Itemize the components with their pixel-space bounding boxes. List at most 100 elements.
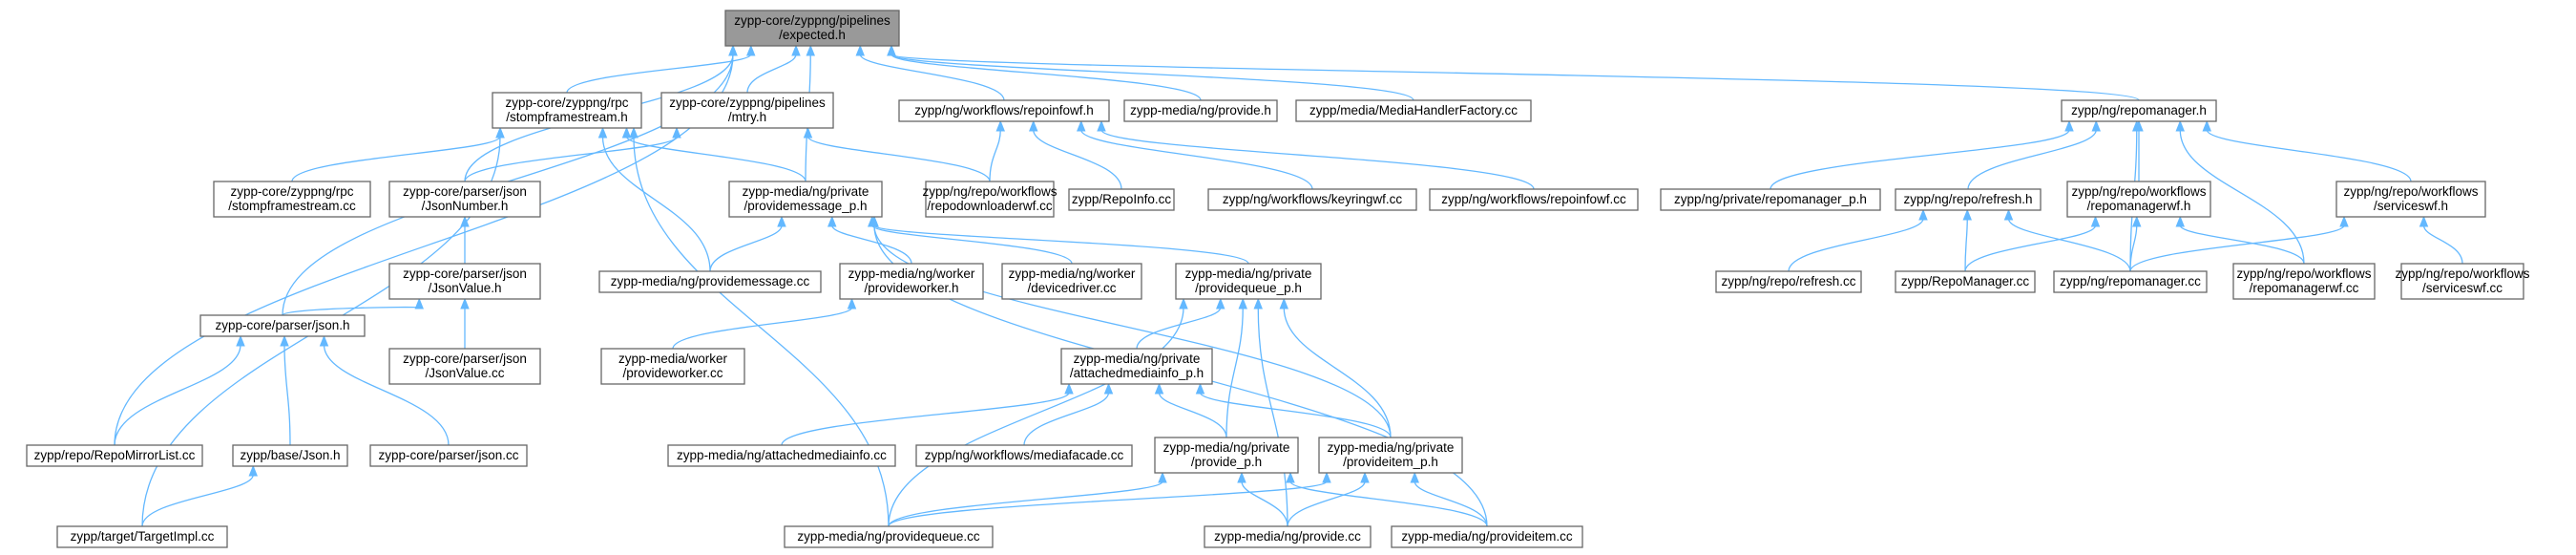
root-node-n0: zypp-core/zyppng/pipelines/expected.h <box>724 10 900 47</box>
edge-arrowhead <box>1253 297 1263 310</box>
file-node-n38[interactable]: zypp-media/ng/private/provideitem_p.h <box>1318 437 1463 474</box>
file-node-n26[interactable]: zypp/ng/repo/workflows/repomanagerwf.cc <box>2232 263 2376 300</box>
edge-arrowhead <box>1154 382 1164 395</box>
file-node-n4[interactable]: zypp-media/ng/provide.h <box>1123 99 1278 122</box>
file-node-n40[interactable]: zypp-media/ng/providequeue.cc <box>784 525 994 548</box>
file-node-n28[interactable]: zypp-core/parser/json.h <box>199 314 366 337</box>
file-node-n20[interactable]: zypp-media/ng/worker/provideworker.h <box>839 263 984 300</box>
node-label-line: zypp/ng/repo/refresh.h <box>1903 192 2032 206</box>
edge-arrowhead <box>1103 382 1114 395</box>
edge-arrowhead <box>2003 208 2014 221</box>
file-node-n3[interactable]: zypp/ng/workflows/repoinfowf.h <box>898 99 1110 122</box>
edge-arrowhead <box>1097 119 1106 132</box>
node-label-line: zypp/media/MediaHandlerFactory.cc <box>1309 103 1518 117</box>
file-node-n29[interactable]: zypp-core/parser/json/JsonValue.cc <box>388 348 541 385</box>
file-node-n9[interactable]: zypp-media/ng/private/providemessage_p.h <box>728 181 883 218</box>
file-node-n17[interactable]: zypp/ng/repo/workflows/serviceswf.h <box>2335 181 2486 218</box>
edge-arrowhead <box>2175 215 2185 227</box>
dependency-edge <box>1225 307 1244 438</box>
file-node-n39[interactable]: zypp/target/TargetImpl.cc <box>56 525 228 548</box>
file-node-n25[interactable]: zypp/ng/repomanager.cc <box>2053 270 2208 293</box>
edge-arrowhead <box>995 119 1005 132</box>
node-label-line: /serviceswf.cc <box>2422 281 2503 295</box>
file-node-n32[interactable]: zypp/repo/RepoMirrorList.cc <box>26 444 203 467</box>
file-node-n30[interactable]: zypp-media/worker/provideworker.cc <box>600 348 745 385</box>
file-node-n27[interactable]: zypp/ng/repo/workflows/serviceswf.cc <box>2395 263 2530 300</box>
dependency-edge <box>890 53 2140 101</box>
dependency-edge <box>1136 307 1222 350</box>
file-node-n13[interactable]: zypp/ng/workflows/repoinfowf.cc <box>1429 188 1639 211</box>
edge-arrowhead <box>1077 119 1086 132</box>
edge-arrowhead <box>1918 208 1928 221</box>
edge-arrowhead <box>1216 297 1225 310</box>
dependency-edge <box>2422 224 2463 265</box>
dependency-edge <box>989 129 1001 182</box>
file-node-n21[interactable]: zypp-media/ng/worker/devicedriver.cc <box>1001 263 1142 300</box>
file-node-n5[interactable]: zypp/media/MediaHandlerFactory.cc <box>1295 99 1532 122</box>
file-node-n42[interactable]: zypp-media/ng/provideitem.cc <box>1391 525 1583 548</box>
file-node-n8[interactable]: zypp-core/parser/json/JsonNumber.h <box>388 181 541 218</box>
node-label-line: zypp-media/ng/providemessage.cc <box>611 274 810 288</box>
node-label-line: zypp-media/ng/provide.cc <box>1214 529 1361 544</box>
edge-arrowhead <box>1410 471 1419 483</box>
dependency-edge <box>1241 480 1288 527</box>
file-node-n2[interactable]: zypp-core/zyppng/pipelines/mtry.h <box>660 92 834 129</box>
node-box <box>2232 263 2376 300</box>
edge-arrowhead <box>777 215 786 227</box>
edge-arrowhead <box>2419 215 2429 227</box>
edge-arrowhead <box>1029 119 1038 132</box>
file-node-n34[interactable]: zypp-core/parser/json.cc <box>369 444 528 467</box>
file-node-n19[interactable]: zypp-media/ng/providemessage.cc <box>598 270 822 293</box>
file-node-n1[interactable]: zypp-core/zyppng/rpc/stompframestream.h <box>492 92 642 129</box>
node-label-line: zypp-core/parser/json <box>403 267 527 281</box>
node-label-line: /repodownloaderwf.cc <box>927 199 1053 213</box>
file-node-n41[interactable]: zypp-media/ng/provide.cc <box>1204 525 1372 548</box>
dependency-edge <box>464 136 678 182</box>
dependency-edge <box>1414 480 1488 527</box>
file-node-n22[interactable]: zypp-media/ng/private/providequeue_p.h <box>1175 263 1322 300</box>
node-label-line: zypp/RepoInfo.cc <box>1072 192 1172 206</box>
node-label-line: /JsonNumber.h <box>422 199 509 213</box>
edge-arrowhead <box>1286 471 1295 483</box>
file-node-n18[interactable]: zypp-core/parser/json/JsonValue.h <box>388 263 541 300</box>
file-node-n36[interactable]: zypp/ng/workflows/mediafacade.cc <box>915 444 1133 467</box>
file-node-n33[interactable]: zypp/base/Json.h <box>232 444 348 467</box>
node-label-line: zypp-media/worker <box>618 352 728 366</box>
file-node-n35[interactable]: zypp-media/ng/attachedmediainfo.cc <box>667 444 896 467</box>
dependency-edge <box>888 480 1328 527</box>
file-node-n7[interactable]: zypp-core/zyppng/rpc/stompframestream.cc <box>213 181 371 218</box>
file-node-n23[interactable]: zypp/ng/repo/refresh.cc <box>1715 270 1862 293</box>
node-label-line: zypp-media/ng/worker <box>848 267 975 281</box>
node-box <box>199 314 366 337</box>
file-node-n16[interactable]: zypp/ng/repo/workflows/repomanagerwf.h <box>2066 181 2211 218</box>
dependency-edge <box>890 53 1414 101</box>
dependency-edge <box>2007 218 2131 272</box>
file-node-n14[interactable]: zypp/ng/private/repomanager_p.h <box>1660 188 1881 211</box>
dependency-edge <box>1964 224 2097 272</box>
node-label-line: zypp/RepoManager.cc <box>1901 274 2030 288</box>
dependency-edge <box>1967 129 2097 190</box>
file-node-n24[interactable]: zypp/RepoManager.cc <box>1895 270 2036 293</box>
node-label-line: zypp/ng/repo/refresh.cc <box>1721 274 1855 288</box>
file-node-n10[interactable]: zypp/ng/repo/workflows/repodownloaderwf.… <box>922 181 1058 218</box>
dependency-edge <box>1964 218 1968 272</box>
edge-arrowhead <box>460 297 470 310</box>
file-node-n37[interactable]: zypp-media/ng/private/provide_p.h <box>1154 437 1299 474</box>
node-box <box>2335 181 2486 218</box>
file-node-n31[interactable]: zypp-media/ng/private/attachedmediainfo_… <box>1060 348 1213 385</box>
file-node-n12[interactable]: zypp/ng/workflows/keyringwf.cc <box>1207 188 1417 211</box>
file-node-n6[interactable]: zypp/ng/repomanager.h <box>2061 99 2217 122</box>
node-label-line: zypp/ng/repo/workflows <box>2343 184 2478 199</box>
file-node-n15[interactable]: zypp/ng/repo/refresh.h <box>1895 188 2042 211</box>
node-label-line: zypp/ng/repo/workflows <box>2071 184 2206 199</box>
node-box <box>388 348 541 385</box>
edge-arrowhead <box>746 44 756 56</box>
edge-arrowhead <box>460 215 470 227</box>
node-label-line: /JsonValue.cc <box>425 366 504 380</box>
node-box <box>2053 270 2208 293</box>
dependency-edge <box>1770 129 2070 190</box>
dependency-edge <box>2179 224 2305 265</box>
file-node-n11[interactable]: zypp/RepoInfo.cc <box>1068 188 1175 211</box>
edge-arrowhead <box>280 334 289 347</box>
edge-arrowhead <box>2132 119 2142 132</box>
